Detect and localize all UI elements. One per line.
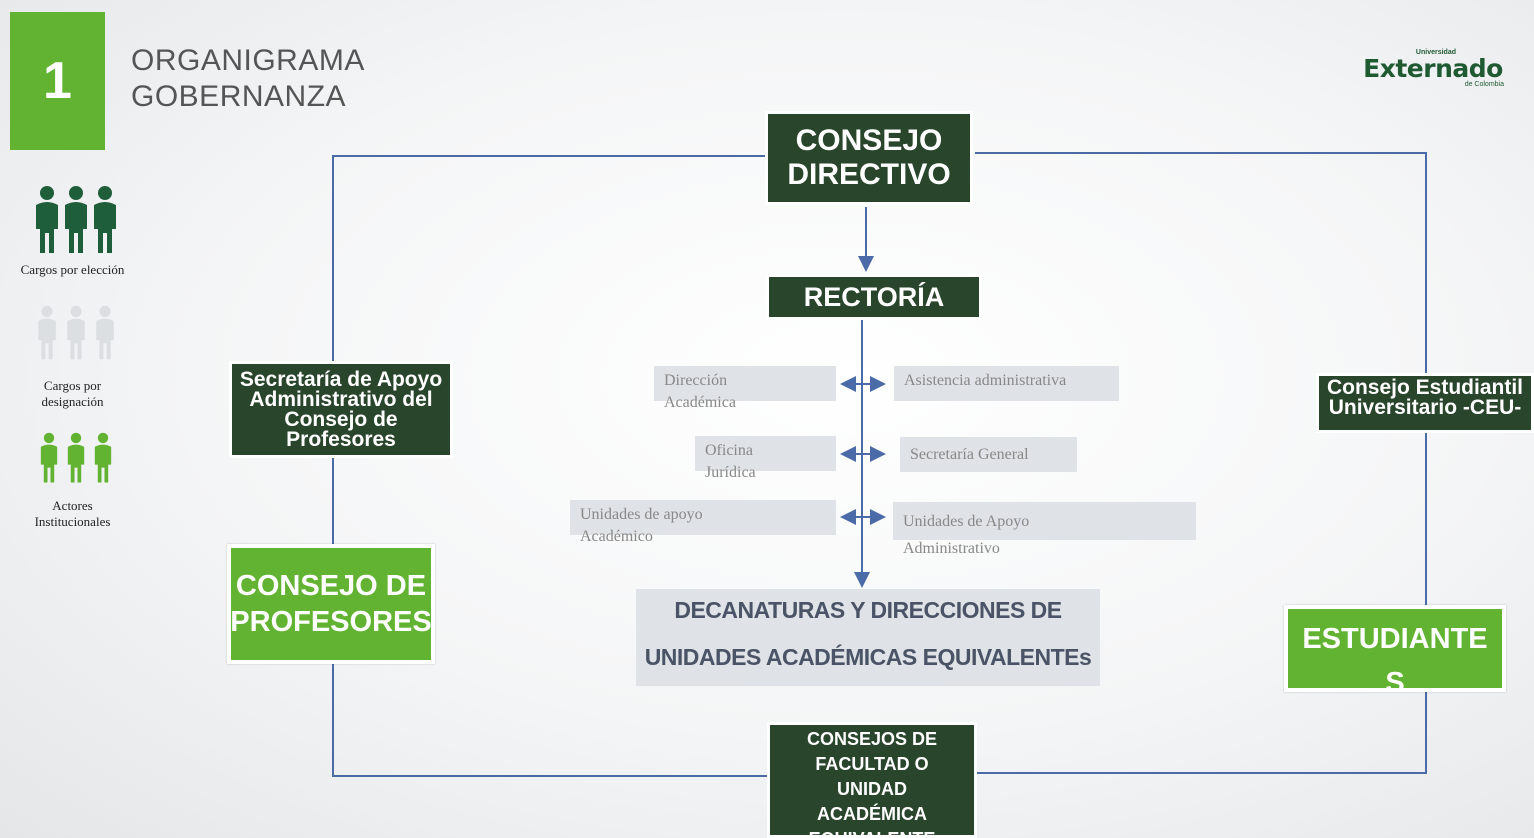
node-direccion-academica: Dirección Académica xyxy=(654,366,836,411)
person-icon xyxy=(66,305,85,360)
node-label: Unidades de Apoyo Administrativo xyxy=(903,513,1030,557)
legend-label-designated: Cargos por designación xyxy=(41,378,104,409)
decanaturas-line-2: UNIDADES ACADÉMICAS EQUIVALENTEs xyxy=(644,644,1092,670)
node-rectoria: RECTORÍA xyxy=(766,274,982,320)
person-icon xyxy=(37,305,56,360)
person-icon xyxy=(35,186,58,253)
node-label: Oficina Jurídica xyxy=(705,442,756,481)
node-label: Dirección Académica xyxy=(664,372,736,411)
page-title-line-1: ORGANIGRAMA xyxy=(131,44,365,77)
logo-bottom-text: de Colombia xyxy=(1464,81,1504,88)
node-label: Unidades de apoyo Académico xyxy=(580,506,703,545)
page-title-line-2: GOBERNANZA xyxy=(131,80,347,113)
legend-institutional-icons xyxy=(28,432,123,484)
node-unidades-apoyo-administrativo: Unidades de Apoyo Administrativo xyxy=(893,502,1196,557)
person-icon xyxy=(93,186,116,253)
outer-loop-line xyxy=(332,155,768,777)
legend-label-elected: Cargos por elección xyxy=(20,262,125,277)
node-secretaria-apoyo: Secretaría de Apoyo Administrativo del C… xyxy=(229,361,453,458)
person-icon xyxy=(64,186,87,253)
node-consejos-facultad: CONSEJOS DE FACULTAD O UNIDAD ACADÉMICA … xyxy=(767,722,977,838)
node-asistencia-administrativa: Asistencia administrativa xyxy=(894,366,1119,401)
node-consejo-profesores: CONSEJO DE PROFESORES xyxy=(227,544,435,664)
node-decanaturas: DECANATURAS Y DIRECCIONES DE UNIDADES AC… xyxy=(636,589,1100,686)
person-icon xyxy=(40,432,57,483)
logo-top-text: Universidad xyxy=(1415,49,1456,56)
person-icon xyxy=(67,432,84,483)
person-icon xyxy=(95,305,114,360)
outer-loop-line xyxy=(975,152,1427,774)
section-number-badge: 1 xyxy=(10,12,105,150)
legend-designated-icons xyxy=(28,305,123,361)
person-icon xyxy=(94,432,111,483)
node-estudiantes: ESTUDIANTES xyxy=(1284,605,1506,692)
logo-name: Externado xyxy=(1363,54,1503,83)
legend-label-institutional: Actores Institucionales xyxy=(34,498,111,529)
legend-elected-icons xyxy=(28,185,123,255)
node-oficina-juridica: Oficina Jurídica xyxy=(695,436,836,481)
node-unidades-apoyo-academico: Unidades de apoyo Académico xyxy=(570,500,836,545)
university-logo: Universidad Externado de Colombia xyxy=(1358,48,1508,89)
node-consejo-estudiantil: Consejo Estudiantil Universitario -CEU- xyxy=(1316,373,1534,433)
node-consejo-directivo: CONSEJO DIRECTIVO xyxy=(765,111,973,205)
decanaturas-line-1: DECANATURAS Y DIRECCIONES DE xyxy=(674,597,1062,623)
node-secretaria-general: Secretaría General xyxy=(900,437,1077,472)
